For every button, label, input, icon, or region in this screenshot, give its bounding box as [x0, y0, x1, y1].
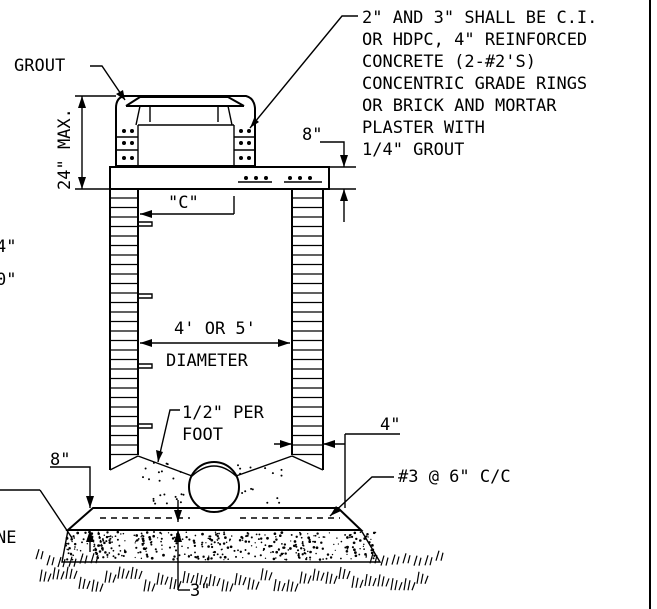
svg-text:CONCRETE (2-#2'S): CONCRETE (2-#2'S)	[362, 52, 536, 72]
left-cut-label-2: 0"	[0, 270, 16, 290]
dimension-24-max-label: 24" MAX.	[55, 108, 75, 190]
manhole-frame	[125, 96, 245, 126]
svg-text:PLASTER WITH: PLASTER WITH	[362, 118, 485, 138]
slope-label-2: FOOT	[182, 425, 223, 445]
bench-concrete-texture	[142, 461, 283, 505]
svg-text:1/4" GROUT: 1/4" GROUT	[362, 140, 464, 160]
base-8-label: 8"	[50, 450, 70, 470]
dimension-c	[140, 196, 235, 218]
slope-label-1: 1/2" PER	[182, 403, 265, 423]
material-note: 2" AND 3" SHALL BE C.I. OR HDPC, 4" REIN…	[362, 8, 597, 160]
slab-8-label: 8"	[302, 125, 322, 145]
earth-hatch	[35, 549, 444, 592]
dim-c-label: "C"	[168, 193, 199, 213]
top-slab	[109, 166, 330, 190]
diameter-label: DIAMETER	[166, 351, 249, 371]
left-wall	[109, 189, 139, 470]
svg-text:OR HDPC, 4" REINFORCED: OR HDPC, 4" REINFORCED	[362, 30, 587, 50]
outlet-pipe	[188, 461, 240, 513]
note-leader	[249, 15, 358, 129]
svg-text:CONCENTRIC GRADE RINGS: CONCENTRIC GRADE RINGS	[362, 74, 587, 94]
grout-label: GROUT	[14, 56, 65, 76]
left-cut-label-ne: NE	[0, 528, 16, 548]
svg-text:OR BRICK AND MORTAR: OR BRICK AND MORTAR	[362, 96, 557, 116]
bench-invert	[109, 455, 324, 477]
dimension-slab-8	[320, 141, 356, 222]
right-wall	[291, 189, 324, 470]
grade-rings	[115, 95, 256, 167]
gravel-bedding	[61, 529, 382, 563]
rebar-leader	[329, 476, 394, 517]
manhole-steps	[138, 221, 153, 429]
dimension-wall-4	[274, 433, 400, 508]
bedding-3-label: 3"	[190, 581, 210, 601]
dimension-24-max	[75, 95, 116, 190]
grout-leader	[90, 65, 126, 101]
brick-courses	[110, 197, 323, 456]
dimension-base-8	[50, 466, 94, 552]
rebar-label: #3 @ 6" C/C	[398, 467, 511, 487]
svg-text:2" AND 3" SHALL BE C.I.: 2" AND 3" SHALL BE C.I.	[362, 8, 597, 28]
wall-4-label: 4"	[380, 415, 400, 435]
diameter-size-label: 4' OR 5'	[174, 319, 256, 339]
slope-leader	[157, 409, 180, 463]
dimension-bedding-3	[174, 500, 190, 591]
left-cut-label-1: 4"	[0, 237, 16, 257]
dimension-diameter	[140, 339, 290, 347]
